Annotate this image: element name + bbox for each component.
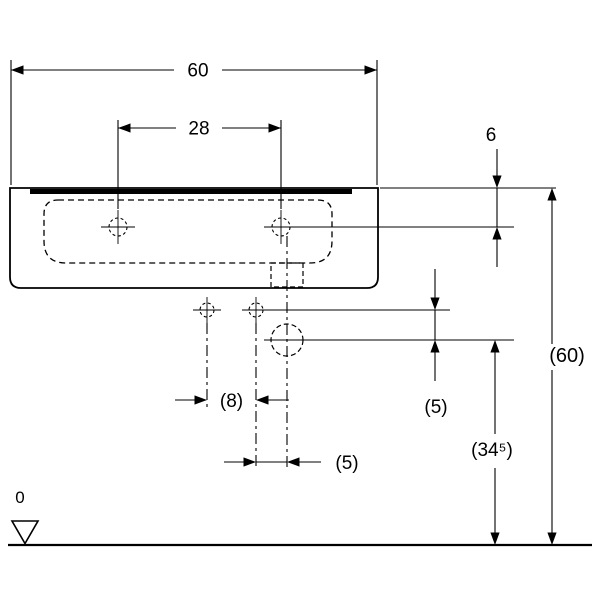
dim-overall-height-label: (60): [549, 345, 585, 367]
dim-fixing-hole-spacing: (8): [175, 391, 289, 412]
arrowhead-up-icon: [547, 188, 557, 201]
dim-fixing-drain-h-label: (5): [335, 453, 358, 474]
arrowhead-up-icon: [490, 340, 500, 353]
dim-fixing-drain-v-label: (5): [424, 397, 447, 418]
arrowhead-left-icon: [11, 65, 24, 75]
dim-drain-axis-height: (34⁵): [471, 340, 513, 545]
arrowhead-down-icon: [490, 532, 500, 545]
tap-hole-left: [101, 210, 135, 244]
dim-tap-spacing-label: 28: [188, 119, 209, 140]
dim-rim-tap-label: 6: [486, 125, 497, 146]
dim-drain-height-label: (34⁵): [471, 440, 513, 461]
datum-symbol: 0: [10, 488, 40, 546]
dim-overall-width: 60: [11, 61, 377, 82]
bowl-hidden-outline: [43, 199, 333, 264]
arrowhead-down-icon: [492, 175, 502, 188]
dim-tap-hole-spacing: 28: [118, 119, 281, 140]
arrowhead-up-icon: [492, 227, 502, 240]
basin-body: [9, 187, 379, 289]
arrowhead-right-icon: [268, 123, 281, 133]
dim-overall-width-label: 60: [187, 61, 208, 82]
fixing-hole-left: [193, 297, 221, 323]
arrowhead-left-icon: [118, 123, 131, 133]
dim-fixing-to-drain-vertical: (5): [424, 269, 448, 418]
arrowhead-down-icon: [547, 532, 557, 545]
arrowhead-right-icon: [194, 395, 207, 405]
arrowhead-left-icon: [287, 457, 300, 467]
dim-overall-height: (60): [547, 188, 585, 545]
datum-zero-label: 0: [15, 488, 24, 507]
basin-outer-outline: [9, 187, 379, 289]
dim-fixing-spacing-label: (8): [220, 391, 243, 412]
arrowhead-left-icon: [256, 395, 269, 405]
tap-hole-right: [264, 210, 298, 244]
fixing-hole-right: [242, 297, 270, 323]
arrowhead-down-icon: [430, 297, 440, 310]
dim-rim-to-tap-axis: 6: [486, 125, 502, 267]
arrowhead-up-icon: [430, 340, 440, 353]
arrowhead-right-icon: [243, 457, 256, 467]
dim-fixing-to-drain-horizontal: (5): [224, 453, 359, 474]
datum-triangle-icon: [10, 520, 40, 546]
arrowhead-right-icon: [364, 65, 377, 75]
